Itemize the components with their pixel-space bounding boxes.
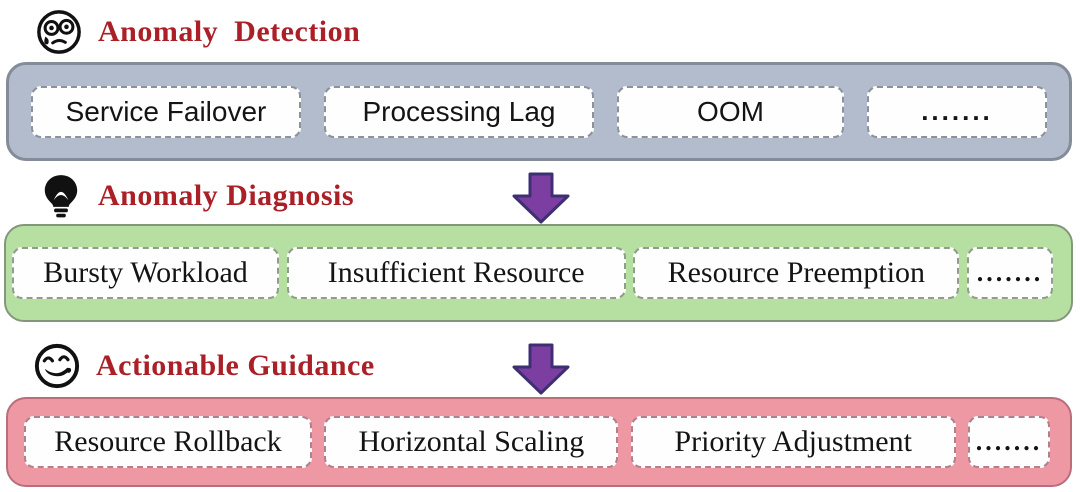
- item-box-processing-lag: Processing Lag: [324, 85, 594, 138]
- item-box-ellipsis: .......: [867, 85, 1047, 138]
- item-box-insufficient-resource: Insufficient Resource: [286, 247, 626, 299]
- lightbulb-icon: [40, 173, 82, 219]
- section-title: Anomaly Diagnosis: [98, 179, 355, 212]
- item-box-oom: OOM: [617, 85, 844, 138]
- smiling-face-icon: [34, 343, 80, 389]
- section-title: Actionable Guidance: [96, 349, 375, 382]
- down-arrow-icon: [512, 172, 570, 224]
- item-box-resource-rollback: Resource Rollback: [24, 416, 312, 468]
- section-header-actionable-guidance: Actionable Guidance: [34, 342, 375, 390]
- anomaly-detection-band: Service Failover Processing Lag OOM ....…: [6, 62, 1072, 161]
- down-arrow-icon: [512, 343, 570, 395]
- section-header-anomaly-detection: Anomaly Detection: [36, 8, 360, 56]
- item-box-ellipsis: .......: [967, 416, 1050, 468]
- item-box-ellipsis: .......: [966, 247, 1053, 299]
- actionable-guidance-band: Resource Rollback Horizontal Scaling Pri…: [6, 397, 1072, 487]
- item-box-bursty-workload: Bursty Workload: [12, 247, 279, 299]
- item-box-priority-adjustment: Priority Adjustment: [630, 416, 956, 468]
- item-box-horizontal-scaling: Horizontal Scaling: [324, 416, 619, 468]
- section-title: Anomaly Detection: [98, 15, 361, 48]
- anxious-face-icon: [36, 9, 82, 55]
- item-box-service-failover: Service Failover: [31, 85, 301, 138]
- section-header-anomaly-diagnosis: Anomaly Diagnosis: [40, 172, 354, 220]
- item-box-resource-preemption: Resource Preemption: [633, 247, 960, 299]
- anomaly-diagnosis-band: Bursty Workload Insufficient Resource Re…: [4, 224, 1073, 322]
